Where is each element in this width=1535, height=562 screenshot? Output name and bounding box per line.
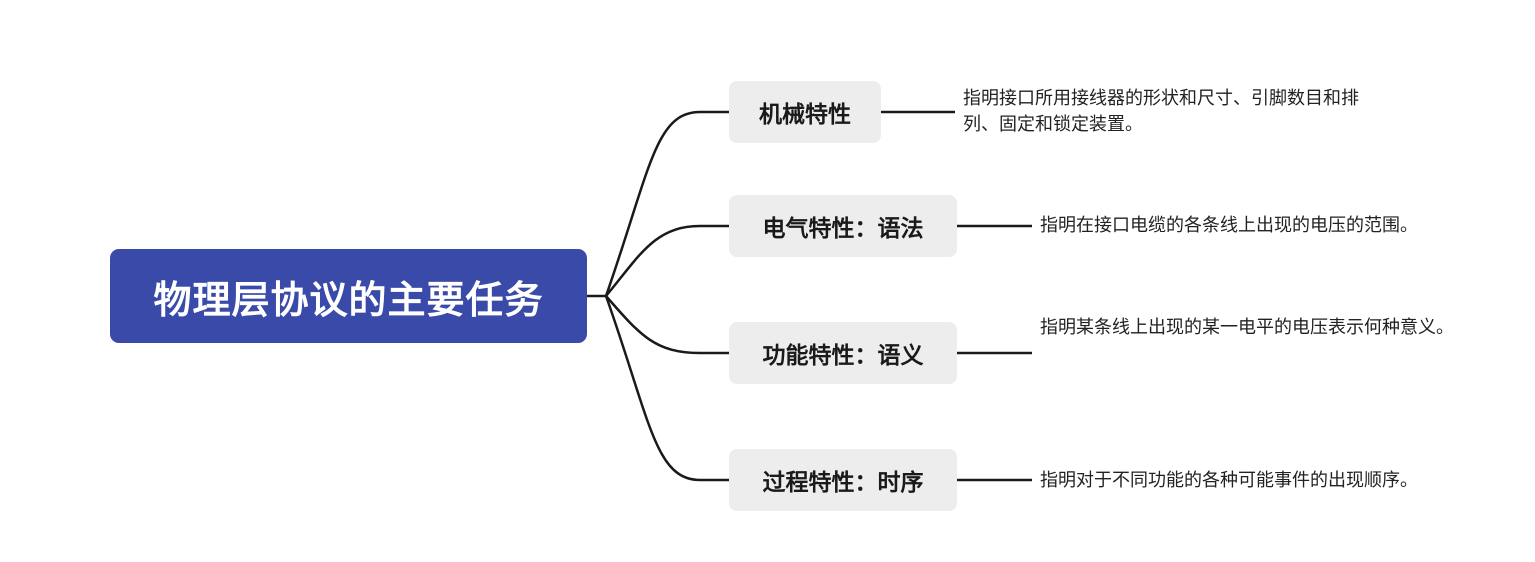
leaf-detail-mechanical[interactable]: 指明接口所用接线器的形状和尺寸、引脚数目和排列、固定和锁定装置。	[963, 88, 1359, 135]
branch-mechanical[interactable]: 机械特性	[729, 81, 881, 143]
branch-procedural[interactable]: 过程特性：时序	[729, 449, 957, 511]
branch-label: 过程特性：时序	[762, 470, 924, 496]
branch-electrical[interactable]: 电气特性：语法	[729, 195, 957, 257]
root-topic-label: 物理层协议的主要任务	[153, 277, 544, 322]
branch-label: 电气特性：语法	[762, 216, 924, 242]
root-topic[interactable]: 物理层协议的主要任务	[110, 249, 587, 343]
leaf-detail-electrical[interactable]: 指明在接口电缆的各条线上出现的电压的范围。	[1040, 215, 1418, 236]
branch-functional[interactable]: 功能特性：语义	[729, 322, 957, 384]
branch-label: 机械特性	[759, 102, 851, 128]
leaf-detail-functional[interactable]: 指明某条线上出现的某一电平的电压表示何种意义。	[1040, 317, 1454, 338]
leaf-detail-procedural[interactable]: 指明对于不同功能的各种可能事件的出现顺序。	[1040, 470, 1418, 491]
connector-branch-1	[605, 224, 729, 297]
connector-branch-0	[604, 110, 729, 297]
connector-branch-3	[604, 295, 729, 482]
connector-branch-2	[605, 295, 729, 355]
branch-label: 功能特性：语义	[762, 343, 924, 369]
